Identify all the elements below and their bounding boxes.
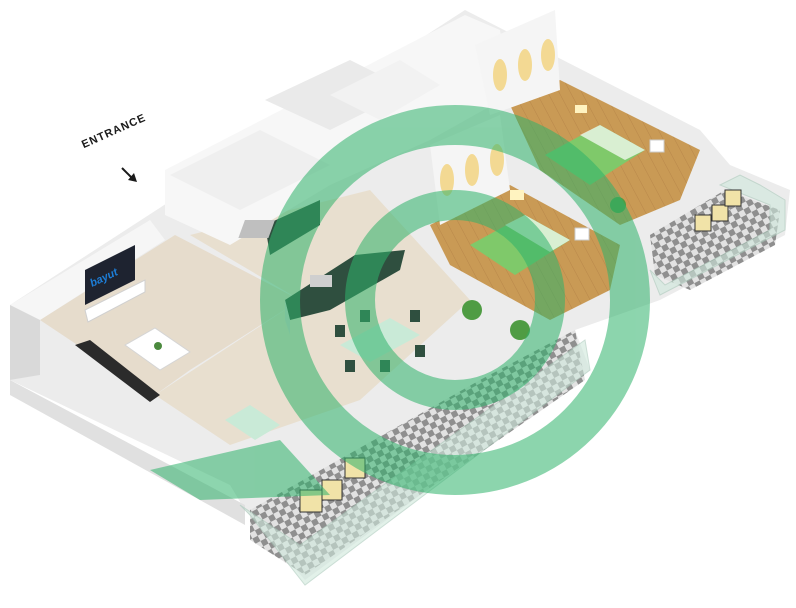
tv-unit xyxy=(84,245,146,323)
sofa xyxy=(75,340,160,402)
plant-2 xyxy=(510,320,530,340)
plant-1 xyxy=(462,300,482,320)
balcony-bedroom xyxy=(650,190,780,290)
side-table xyxy=(225,405,280,440)
railing-bedroom xyxy=(649,174,786,296)
wardrobe-1 xyxy=(475,10,560,115)
watermark-logo xyxy=(150,105,650,500)
coffee-table xyxy=(124,327,191,371)
arrow-down-icon xyxy=(121,167,137,182)
balcony-chairs-bedroom xyxy=(694,189,742,232)
